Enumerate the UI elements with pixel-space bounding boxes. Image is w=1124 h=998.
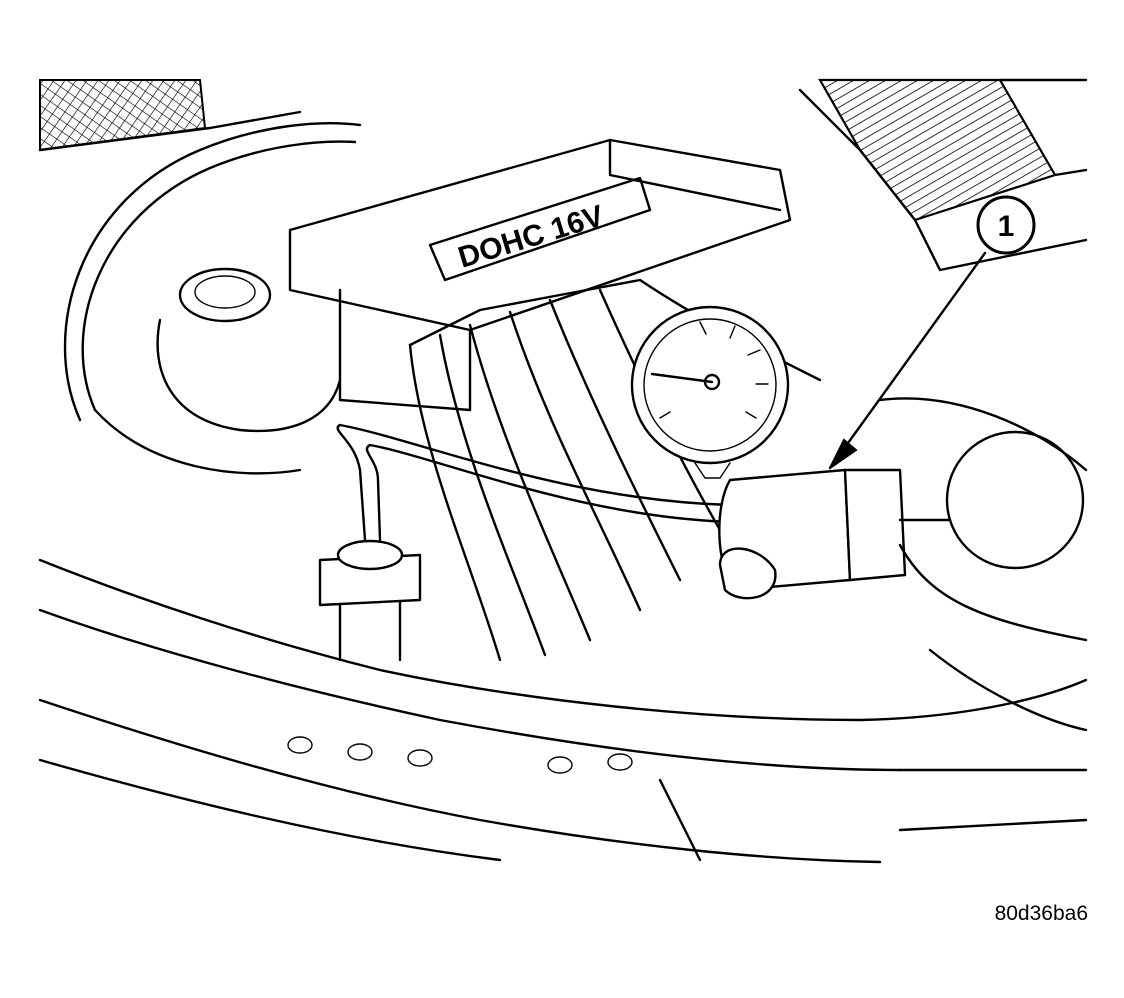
cooling-system-tester xyxy=(718,430,1085,592)
technician-hand xyxy=(718,397,1088,732)
gauge-needle xyxy=(650,372,714,384)
engine-bay-frame xyxy=(38,558,1088,864)
reservoir-adapter xyxy=(318,539,422,662)
pressure-gauge xyxy=(630,305,790,479)
front-panel-holes xyxy=(287,736,633,774)
callout-arrowhead xyxy=(829,438,858,469)
figure-identifier: 80d36ba6 xyxy=(994,902,1088,925)
callout-number: 1 xyxy=(998,210,1015,243)
callout-1: 1 xyxy=(828,195,1036,470)
callout-circle xyxy=(976,195,1036,255)
right-vent-grille xyxy=(798,78,1088,272)
coolant-reservoir xyxy=(156,267,342,433)
air-filter-mesh xyxy=(38,79,302,152)
callout-leader-line xyxy=(828,251,987,470)
test-hose xyxy=(336,423,737,542)
vacuum-hose-loop xyxy=(63,122,362,475)
engine-cover: DOHC 16V xyxy=(288,138,792,412)
